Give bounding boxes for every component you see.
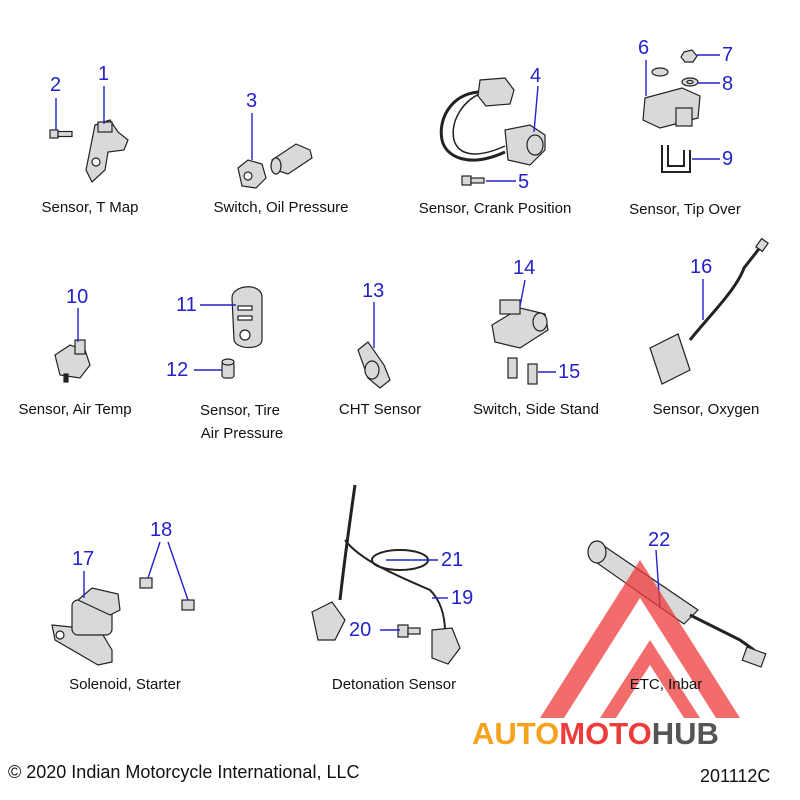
tmap-sensor-part	[85, 119, 129, 183]
caption-air-temp: Sensor, Air Temp	[18, 401, 132, 418]
watermark-hub: HUB	[651, 716, 719, 751]
caption-detonation: Detonation Sensor	[331, 676, 457, 693]
watermark-logo: AUTOMOTOHUB	[472, 716, 719, 752]
caption-oil-pressure: Switch, Oil Pressure	[213, 199, 349, 216]
washer-8-part	[651, 67, 699, 87]
callout-7: 7	[722, 44, 734, 66]
screw-15-part	[507, 357, 538, 385]
caption-oxygen: Sensor, Oxygen	[652, 401, 760, 418]
bolt-20-part	[397, 624, 421, 638]
callout-6: 6	[638, 37, 650, 59]
caption-solenoid: Solenoid, Starter	[69, 676, 181, 693]
callout-4: 4	[530, 65, 542, 87]
caption-tmap: Sensor, T Map	[41, 199, 139, 216]
caption-etc: ETC, Inbar	[629, 676, 703, 693]
callout-21: 21	[441, 549, 464, 571]
callout-9: 9	[722, 148, 734, 170]
callout-8: 8	[722, 73, 734, 95]
copyright-notice: © 2020 Indian Motorcycle International, …	[8, 762, 360, 782]
callout-16: 16	[690, 256, 713, 278]
nut-7-part	[680, 49, 698, 63]
oxygen-sensor-part	[649, 237, 769, 385]
callout-17: 17	[72, 548, 95, 570]
watermark-logo-shapes	[540, 560, 740, 718]
solenoid-part	[51, 587, 121, 666]
callout-13: 13	[362, 280, 385, 302]
callout-18: 18	[150, 519, 173, 541]
diagram-code: 201112C	[700, 766, 771, 786]
leader-lines	[55, 54, 720, 631]
caption-tire-1: Sensor, Tire	[199, 402, 281, 419]
bracket-9-part	[661, 145, 691, 173]
callout-19: 19	[451, 587, 474, 609]
side-stand-switch-part	[491, 299, 549, 349]
screw-2-part	[49, 129, 73, 139]
watermark-auto: AUTO	[472, 716, 560, 751]
callout-1: 1	[98, 63, 110, 85]
callout-12: 12	[166, 359, 189, 381]
callout-20: 20	[349, 619, 372, 641]
screw-5-part	[461, 175, 485, 186]
callout-10: 10	[66, 286, 89, 308]
tip-over-sensor-part	[642, 87, 701, 129]
watermark-moto: MOTO	[559, 716, 652, 751]
callout-11: 11	[176, 294, 197, 316]
oil-pressure-switch-part	[237, 143, 313, 189]
caption-tire-2: Air Pressure	[200, 425, 284, 442]
detonation-sensor-part	[311, 484, 461, 665]
cht-sensor-part	[357, 341, 391, 389]
callout-3: 3	[246, 90, 258, 112]
caption-side-stand: Switch, Side Stand	[473, 401, 599, 418]
callout-14: 14	[513, 257, 536, 279]
crank-sensor-part	[439, 77, 546, 166]
callout-2: 2	[50, 74, 62, 96]
caption-crank-position: Sensor, Crank Position	[418, 200, 572, 217]
air-temp-sensor-part	[54, 339, 91, 383]
caption-tip-over: Sensor, Tip Over	[629, 201, 741, 218]
callout-15: 15	[558, 361, 581, 383]
callout-22: 22	[648, 529, 671, 551]
callout-5: 5	[518, 171, 530, 193]
tire-sensor-part	[231, 286, 263, 349]
caption-cht: CHT Sensor	[338, 401, 422, 418]
valve-12-part	[221, 358, 235, 379]
